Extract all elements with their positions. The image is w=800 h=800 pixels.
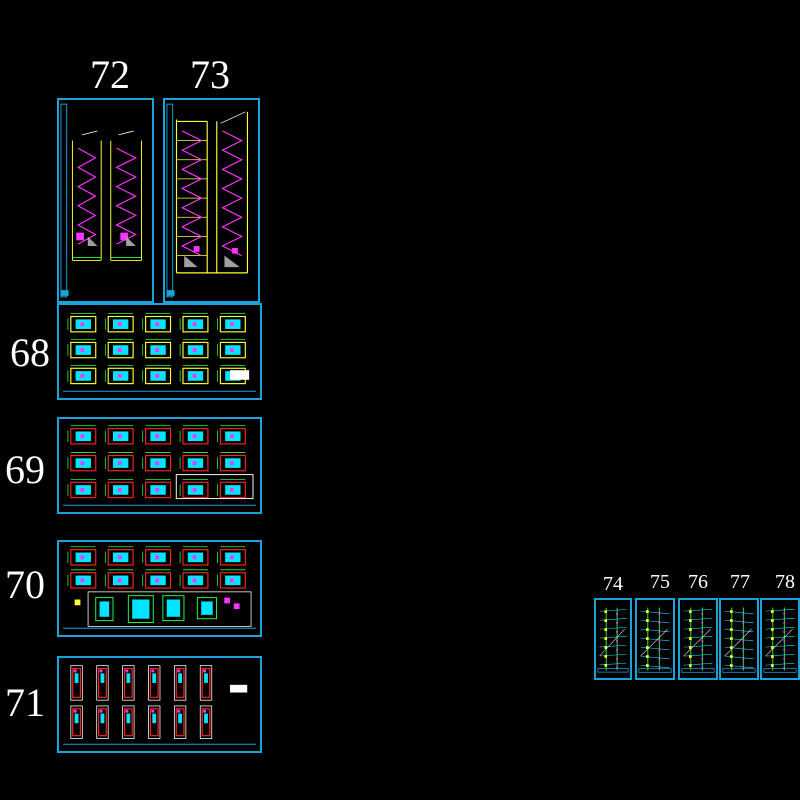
drawing-sheet-75[interactable] <box>635 598 675 680</box>
drawing-sheet-71[interactable] <box>57 656 262 753</box>
drawing-sheet-70[interactable] <box>57 540 262 637</box>
sheet-number-70: 70 <box>5 562 45 607</box>
drawing-sheet-74[interactable] <box>594 598 632 680</box>
drawing-sheet-73[interactable] <box>163 98 260 303</box>
sheet-number-73: 73 <box>190 52 230 97</box>
sheet-number-71: 71 <box>5 680 45 725</box>
sheet-number-69: 69 <box>5 447 45 492</box>
drawing-sheet-72[interactable] <box>57 98 154 303</box>
detail-drawing <box>681 607 715 673</box>
sheet-number-77: 77 <box>730 571 750 593</box>
detail-grid-drawing <box>63 425 256 506</box>
column-elevation-drawing <box>63 665 256 745</box>
drawing-sheet-77[interactable] <box>719 598 759 680</box>
sheet-number-75: 75 <box>650 571 670 593</box>
drawing-sheet-78[interactable] <box>760 598 800 680</box>
sheet-number-78: 78 <box>775 571 795 593</box>
drawing-sheet-76[interactable] <box>678 598 718 680</box>
sheet-number-68: 68 <box>10 330 50 375</box>
drawing-sheet-68[interactable] <box>57 303 262 400</box>
detail-grid-drawing <box>63 546 256 629</box>
drawing-sheet-69[interactable] <box>57 417 262 514</box>
detail-drawing <box>722 607 756 673</box>
detail-grid-drawing <box>63 313 256 392</box>
detail-drawing <box>763 607 797 673</box>
stair-section-drawing <box>166 103 249 298</box>
sheet-number-76: 76 <box>688 571 708 593</box>
sheet-number-74: 74 <box>603 573 623 595</box>
stair-section-drawing <box>60 103 142 298</box>
detail-drawing <box>597 607 629 673</box>
sheet-number-72: 72 <box>90 52 130 97</box>
detail-drawing <box>638 607 672 673</box>
